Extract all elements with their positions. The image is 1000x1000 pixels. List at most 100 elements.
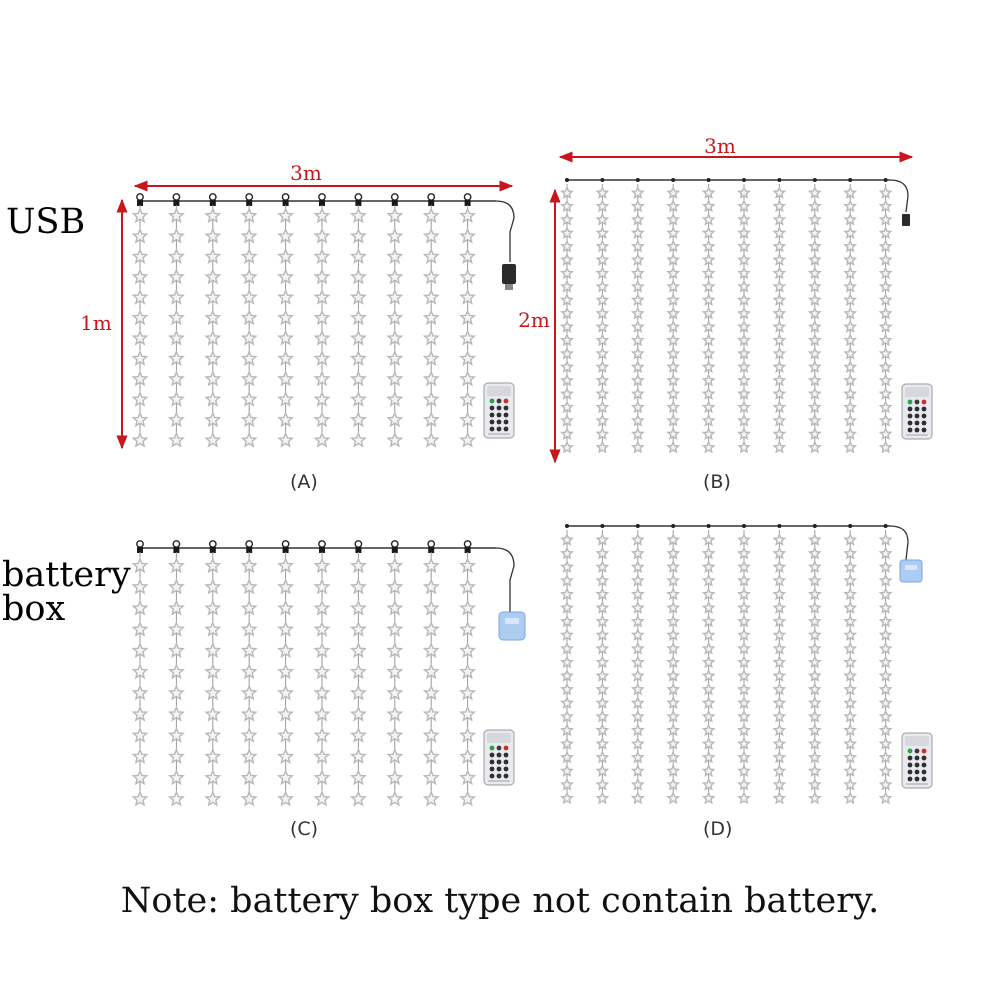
panel-a-hook [136,193,144,201]
panel-d-star [807,695,822,710]
panel-b-star [807,333,822,347]
panel-b-star [737,333,751,347]
panel-c-star [167,663,185,680]
panel-b-star [701,346,716,360]
panel-b-star [807,319,822,333]
panel-a-star [277,207,295,224]
panel-d-star [843,573,858,587]
panel-b-star [595,333,610,347]
panel-d-star [737,559,751,574]
panel-b-star [701,279,716,293]
panel-a-star [240,431,258,448]
panel-a-star [240,370,258,387]
panel-a-star [422,309,440,326]
panel-a-star [277,329,295,346]
panel-b-connector [812,178,817,182]
panel-c-star [240,599,258,616]
usb-row-label: USB [6,202,86,242]
panel-b-star [843,440,858,454]
panel-d-star [737,763,751,778]
panel-b-star [701,266,716,280]
panel-d-star [737,709,751,723]
panel-b-star [737,185,751,199]
panel-b-star [666,306,681,320]
panel-d-star [560,546,574,560]
panel-b-star [878,212,893,226]
panel-d-star [843,736,858,750]
panel-d-star [595,532,610,546]
panel-d-star [560,750,574,764]
panel-a-star [277,370,295,387]
panel-a-hook [354,193,363,201]
panel-d-star [772,723,787,737]
panel-b-star [630,359,645,374]
panel-d-star [878,763,893,778]
panel-c-star [459,599,477,616]
panel-b-star [666,426,681,441]
panel-c-star [167,578,185,595]
usb-plug-icon [502,264,516,284]
panel-b-star [807,359,822,374]
panel-d-star [666,655,681,669]
panel-d-star [737,546,751,560]
panel-b-star [630,440,645,454]
panel-a-star [131,268,149,285]
panel-d-star [666,777,681,791]
panel-c-star [386,705,404,722]
panel-b-star [807,373,822,387]
panel-b-star [772,413,787,427]
panel-b-star [595,252,610,266]
remote-control-a [483,382,515,439]
panel-b-star [666,346,681,360]
panel-a-star [277,227,295,244]
panel-b-star [772,252,787,266]
panel-b-star [560,346,574,360]
panel-c-star [386,599,404,616]
panel-d-star [630,668,645,682]
panel-c-star [240,705,258,722]
panel-a-star [167,350,185,367]
panel-c-star [349,599,367,616]
panel-d-star [666,695,681,710]
panel-c-star [459,557,477,574]
panel-d-star [843,559,858,574]
panel-c-star [349,684,367,701]
panel-d-star [630,736,645,750]
panel-b-star [666,266,681,280]
panel-b-star [560,266,574,280]
panel-d-star [772,668,787,682]
panel-a-star [131,207,149,224]
panel-d-connector [777,524,782,528]
panel-a-star [277,350,295,367]
panel-d-star [595,614,610,628]
panel-b-star [843,292,858,307]
panel-c-star [167,642,185,659]
panel-a-star [204,248,222,265]
panel-a-star [313,350,331,367]
panel-c-star [349,769,367,786]
panel-a-hook [281,193,290,201]
panel-c-star [240,642,258,659]
panel-b-star [666,252,681,266]
panel-d-star [807,709,822,723]
panel-a-star [204,268,222,285]
panel-c-star [313,642,331,659]
panel-a-star [204,227,222,244]
usb-plug-icon-b [902,214,910,226]
panel-b-star [560,185,574,199]
panel-d-star [878,573,893,587]
panel-c-hook [281,540,290,548]
panel-d-star [666,627,681,642]
panel-b-star [595,400,610,414]
panel-d-connector [883,524,888,528]
panel-d-star [878,682,893,696]
panel-d-star [807,614,822,628]
panel-c-connector [391,547,398,553]
panel-d-star [560,668,574,682]
panel-d-connector [565,524,569,528]
panel-c-star [349,578,367,595]
panel-d-star [595,655,610,669]
panel-d-star [807,573,822,587]
panel-d-star [701,573,716,587]
